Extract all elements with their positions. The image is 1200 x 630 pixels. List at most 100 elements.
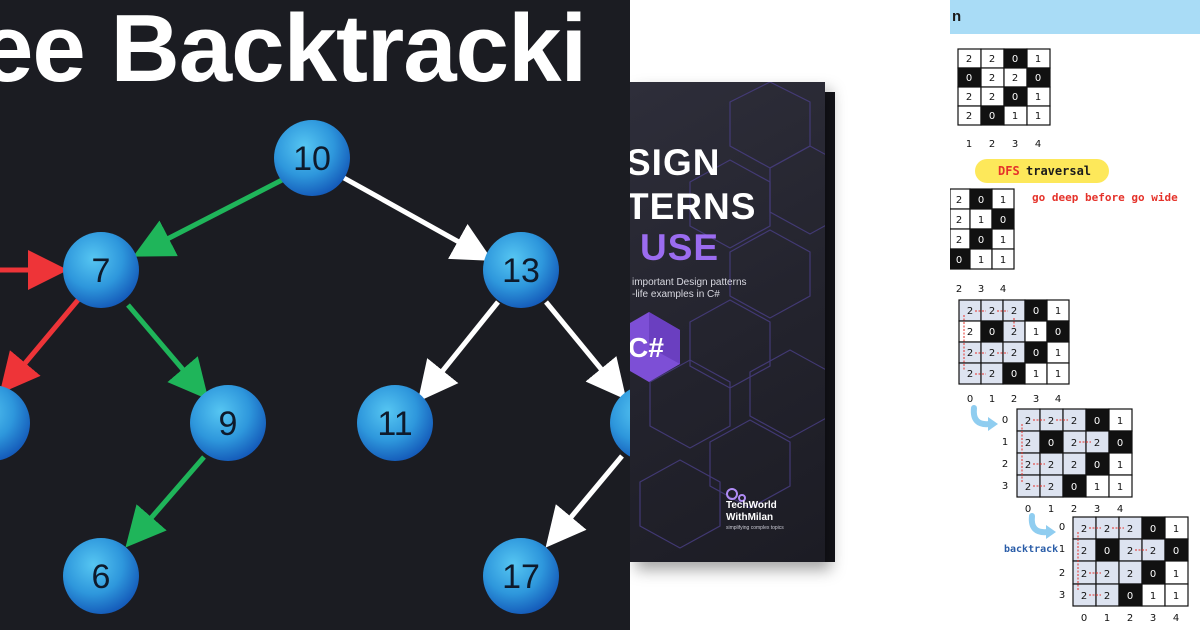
svg-text:0: 0 — [966, 73, 972, 84]
hexagon-pattern — [639, 82, 825, 549]
svg-text:4: 4 — [1055, 394, 1061, 405]
svg-text:0: 0 — [1025, 504, 1031, 515]
node-label-17: 17 — [502, 558, 540, 596]
svg-text:1: 1 — [989, 394, 995, 405]
svg-text:0: 0 — [1033, 348, 1039, 359]
edge-13-11 — [417, 300, 500, 402]
svg-text:4: 4 — [1117, 504, 1123, 515]
svg-text:1: 1 — [1173, 569, 1179, 580]
curved-arrow-icon — [970, 405, 993, 428]
svg-text:2: 2 — [1081, 524, 1087, 535]
svg-text:2: 2 — [1081, 591, 1087, 602]
svg-text:1: 1 — [1055, 306, 1061, 317]
backtrack-label: backtrack — [1004, 544, 1059, 555]
edge-9-6 — [125, 455, 206, 548]
svg-text:1: 1 — [1104, 613, 1110, 624]
svg-text:1: 1 — [1059, 544, 1065, 555]
svg-text:1: 1 — [978, 215, 984, 226]
svg-text:2: 2 — [1071, 438, 1077, 449]
edge-right-17 — [545, 454, 624, 548]
svg-text:3: 3 — [1012, 139, 1018, 150]
svg-text:0: 0 — [1104, 546, 1110, 557]
tree-node-left-partial — [0, 385, 30, 461]
svg-text:2: 2 — [967, 369, 973, 380]
svg-text:2: 2 — [989, 92, 995, 103]
svg-text:0: 0 — [1011, 369, 1017, 380]
svg-text:2: 2 — [1127, 569, 1133, 580]
node-label-6: 6 — [92, 558, 111, 596]
svg-text:4: 4 — [1035, 139, 1041, 150]
publisher-logo-icon — [726, 488, 746, 502]
svg-text:2: 2 — [989, 306, 995, 317]
edge-7-9 — [126, 303, 209, 400]
svg-text:0: 0 — [989, 327, 995, 338]
svg-text:0: 0 — [956, 255, 962, 266]
tree-node-right-partial — [610, 389, 630, 457]
node-label-11: 11 — [377, 405, 412, 443]
svg-text:0: 0 — [1127, 591, 1133, 602]
tree-panel: ee Backtracki — [0, 0, 630, 630]
svg-text:1: 1 — [1000, 255, 1006, 266]
svg-text:0: 0 — [1000, 215, 1006, 226]
svg-text:1: 1 — [1035, 54, 1041, 65]
svg-text:2: 2 — [956, 195, 962, 206]
svg-text:1: 1 — [1012, 111, 1018, 122]
svg-text:0: 0 — [1094, 416, 1100, 427]
svg-text:1: 1 — [1033, 369, 1039, 380]
book-subtitle-line-1: important Design patterns — [632, 277, 747, 288]
svg-text:2: 2 — [1081, 569, 1087, 580]
svg-text:0: 0 — [1150, 524, 1156, 535]
go-deep-note: go deep before go wide — [1032, 191, 1178, 204]
svg-text:1: 1 — [966, 139, 972, 150]
svg-text:0: 0 — [1117, 438, 1123, 449]
book-title-line-2: TERNS — [630, 186, 757, 227]
svg-text:3: 3 — [1094, 504, 1100, 515]
csharp-logo-text: C# — [630, 332, 664, 363]
svg-text:2: 2 — [966, 92, 972, 103]
node-label-9: 9 — [219, 405, 238, 443]
svg-text:0: 0 — [1055, 327, 1061, 338]
svg-text:0: 0 — [978, 195, 984, 206]
svg-text:2: 2 — [1011, 327, 1017, 338]
svg-text:2: 2 — [1127, 546, 1133, 557]
svg-text:2: 2 — [967, 327, 973, 338]
svg-text:2: 2 — [1011, 394, 1017, 405]
svg-text:2: 2 — [1048, 416, 1054, 427]
svg-text:2: 2 — [1011, 348, 1017, 359]
svg-text:3: 3 — [1059, 590, 1065, 601]
svg-text:1: 1 — [1117, 460, 1123, 471]
svg-text:3: 3 — [1033, 394, 1039, 405]
svg-text:2: 2 — [956, 284, 962, 295]
book-panel: SIGN TERNS USE important Design patterns… — [630, 0, 950, 630]
header-bar — [950, 0, 1200, 34]
tree-node-10: 10 — [274, 120, 350, 196]
svg-text:2: 2 — [1011, 306, 1017, 317]
svg-text:2: 2 — [1127, 613, 1133, 624]
svg-text:2: 2 — [1048, 482, 1054, 493]
svg-text:0: 0 — [1071, 482, 1077, 493]
svg-text:1: 1 — [1117, 416, 1123, 427]
svg-text:1: 1 — [978, 255, 984, 266]
node-label-10: 10 — [293, 140, 331, 178]
svg-text:0: 0 — [1035, 73, 1041, 84]
svg-text:0: 0 — [1012, 92, 1018, 103]
publisher-name-line-2: WithMilan — [726, 512, 774, 523]
tree-title: ee Backtracki — [0, 0, 587, 102]
svg-text:2: 2 — [1150, 546, 1156, 557]
svg-text:2: 2 — [1071, 504, 1077, 515]
svg-text:0: 0 — [989, 111, 995, 122]
svg-text:3: 3 — [1002, 481, 1008, 492]
edge-13-right — [544, 300, 627, 400]
publisher-tagline: simplifying complex topics — [726, 525, 784, 531]
svg-text:2: 2 — [1012, 73, 1018, 84]
svg-text:2: 2 — [989, 139, 995, 150]
svg-text:2: 2 — [966, 111, 972, 122]
svg-text:1: 1 — [1173, 591, 1179, 602]
svg-text:2: 2 — [1127, 524, 1133, 535]
svg-text:0: 0 — [1002, 415, 1008, 426]
